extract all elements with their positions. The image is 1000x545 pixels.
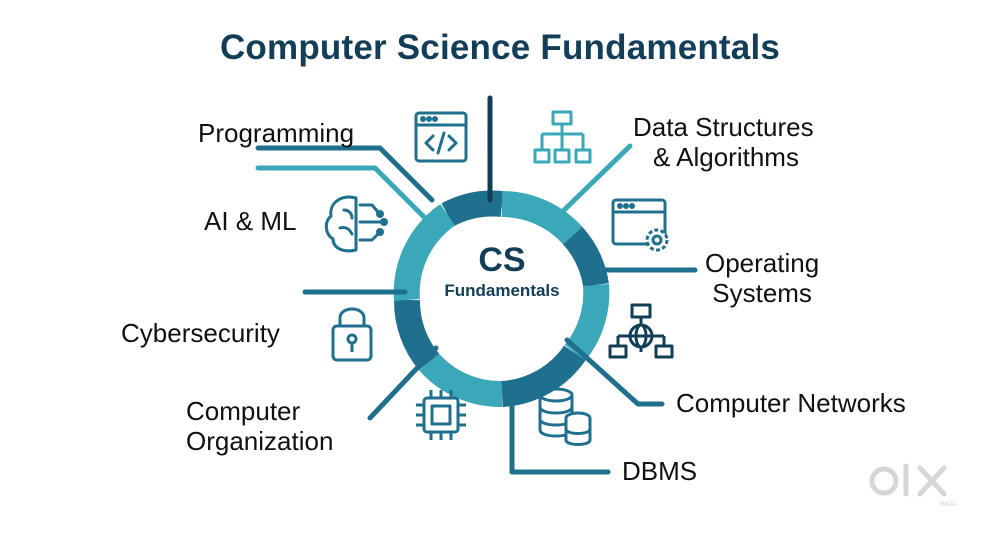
center-title: CS — [478, 241, 526, 279]
ring-segment-bottom-left — [419, 353, 503, 407]
settings-window-icon — [611, 198, 669, 252]
topic-cybersecurity: Cybersecurity — [121, 318, 280, 348]
ring-segment-upper-left — [393, 204, 456, 301]
topic-computer-networks: Computer Networks — [676, 388, 906, 418]
center-ring — [393, 190, 610, 407]
hierarchy-icon — [533, 110, 592, 164]
topic-os-label-line1: Operating — [705, 248, 820, 278]
database-icon — [538, 387, 592, 446]
topic-operating-systems: Operating Systems — [705, 248, 819, 308]
connector-lines — [255, 95, 698, 475]
ring-segment-top — [441, 190, 504, 227]
diagram-title: Computer Science Fundamentals — [219, 28, 781, 67]
topic-dbms: DBMS — [622, 456, 697, 486]
olx-watermark-logo: INDIA — [869, 463, 956, 508]
topic-networks-label: Computer Networks — [676, 388, 906, 418]
topic-org-label-line2: Organization — [186, 426, 334, 456]
ring-segment-right — [562, 226, 609, 288]
topic-ai-ml-label: AI & ML — [204, 206, 297, 236]
connector-programming — [255, 145, 435, 203]
microchip-icon — [416, 390, 466, 440]
ring-segment-top-right — [501, 191, 583, 245]
connector-ai-ml — [255, 165, 428, 221]
ring-segment-bottom-right — [500, 345, 586, 407]
center-subtitle: Fundamentals — [444, 281, 560, 300]
topic-dsa-label-line1: Data Structures — [633, 112, 814, 142]
topic-computer-organization: Computer Organization — [186, 396, 333, 456]
padlock-icon — [331, 307, 373, 362]
topic-org-label-line1: Computer — [186, 396, 301, 426]
brain-circuit-icon — [324, 195, 388, 253]
topic-dsa-label-line2: & Algorithms — [653, 142, 799, 172]
connector-dbms — [509, 395, 611, 475]
ring-segment-left — [394, 299, 440, 371]
topic-programming-label: Programming — [198, 118, 355, 148]
topic-ai-ml: AI & ML — [204, 206, 296, 236]
connector-dsa — [557, 143, 633, 217]
connector-networks — [564, 337, 665, 407]
topic-programming: Programming — [198, 118, 354, 148]
topic-data-structures-algorithms: Data Structures & Algorithms — [633, 112, 814, 172]
connector-organization — [367, 345, 439, 421]
network-globe-icon — [608, 303, 674, 359]
olx-watermark-sub: INDIA — [940, 502, 956, 508]
code-window-icon — [414, 111, 468, 163]
topic-cybersecurity-label: Cybersecurity — [121, 318, 280, 348]
center-hub: CS Fundamentals — [413, 240, 591, 302]
topic-os-label-line2: Systems — [712, 278, 812, 308]
topic-dbms-label: DBMS — [622, 456, 698, 486]
